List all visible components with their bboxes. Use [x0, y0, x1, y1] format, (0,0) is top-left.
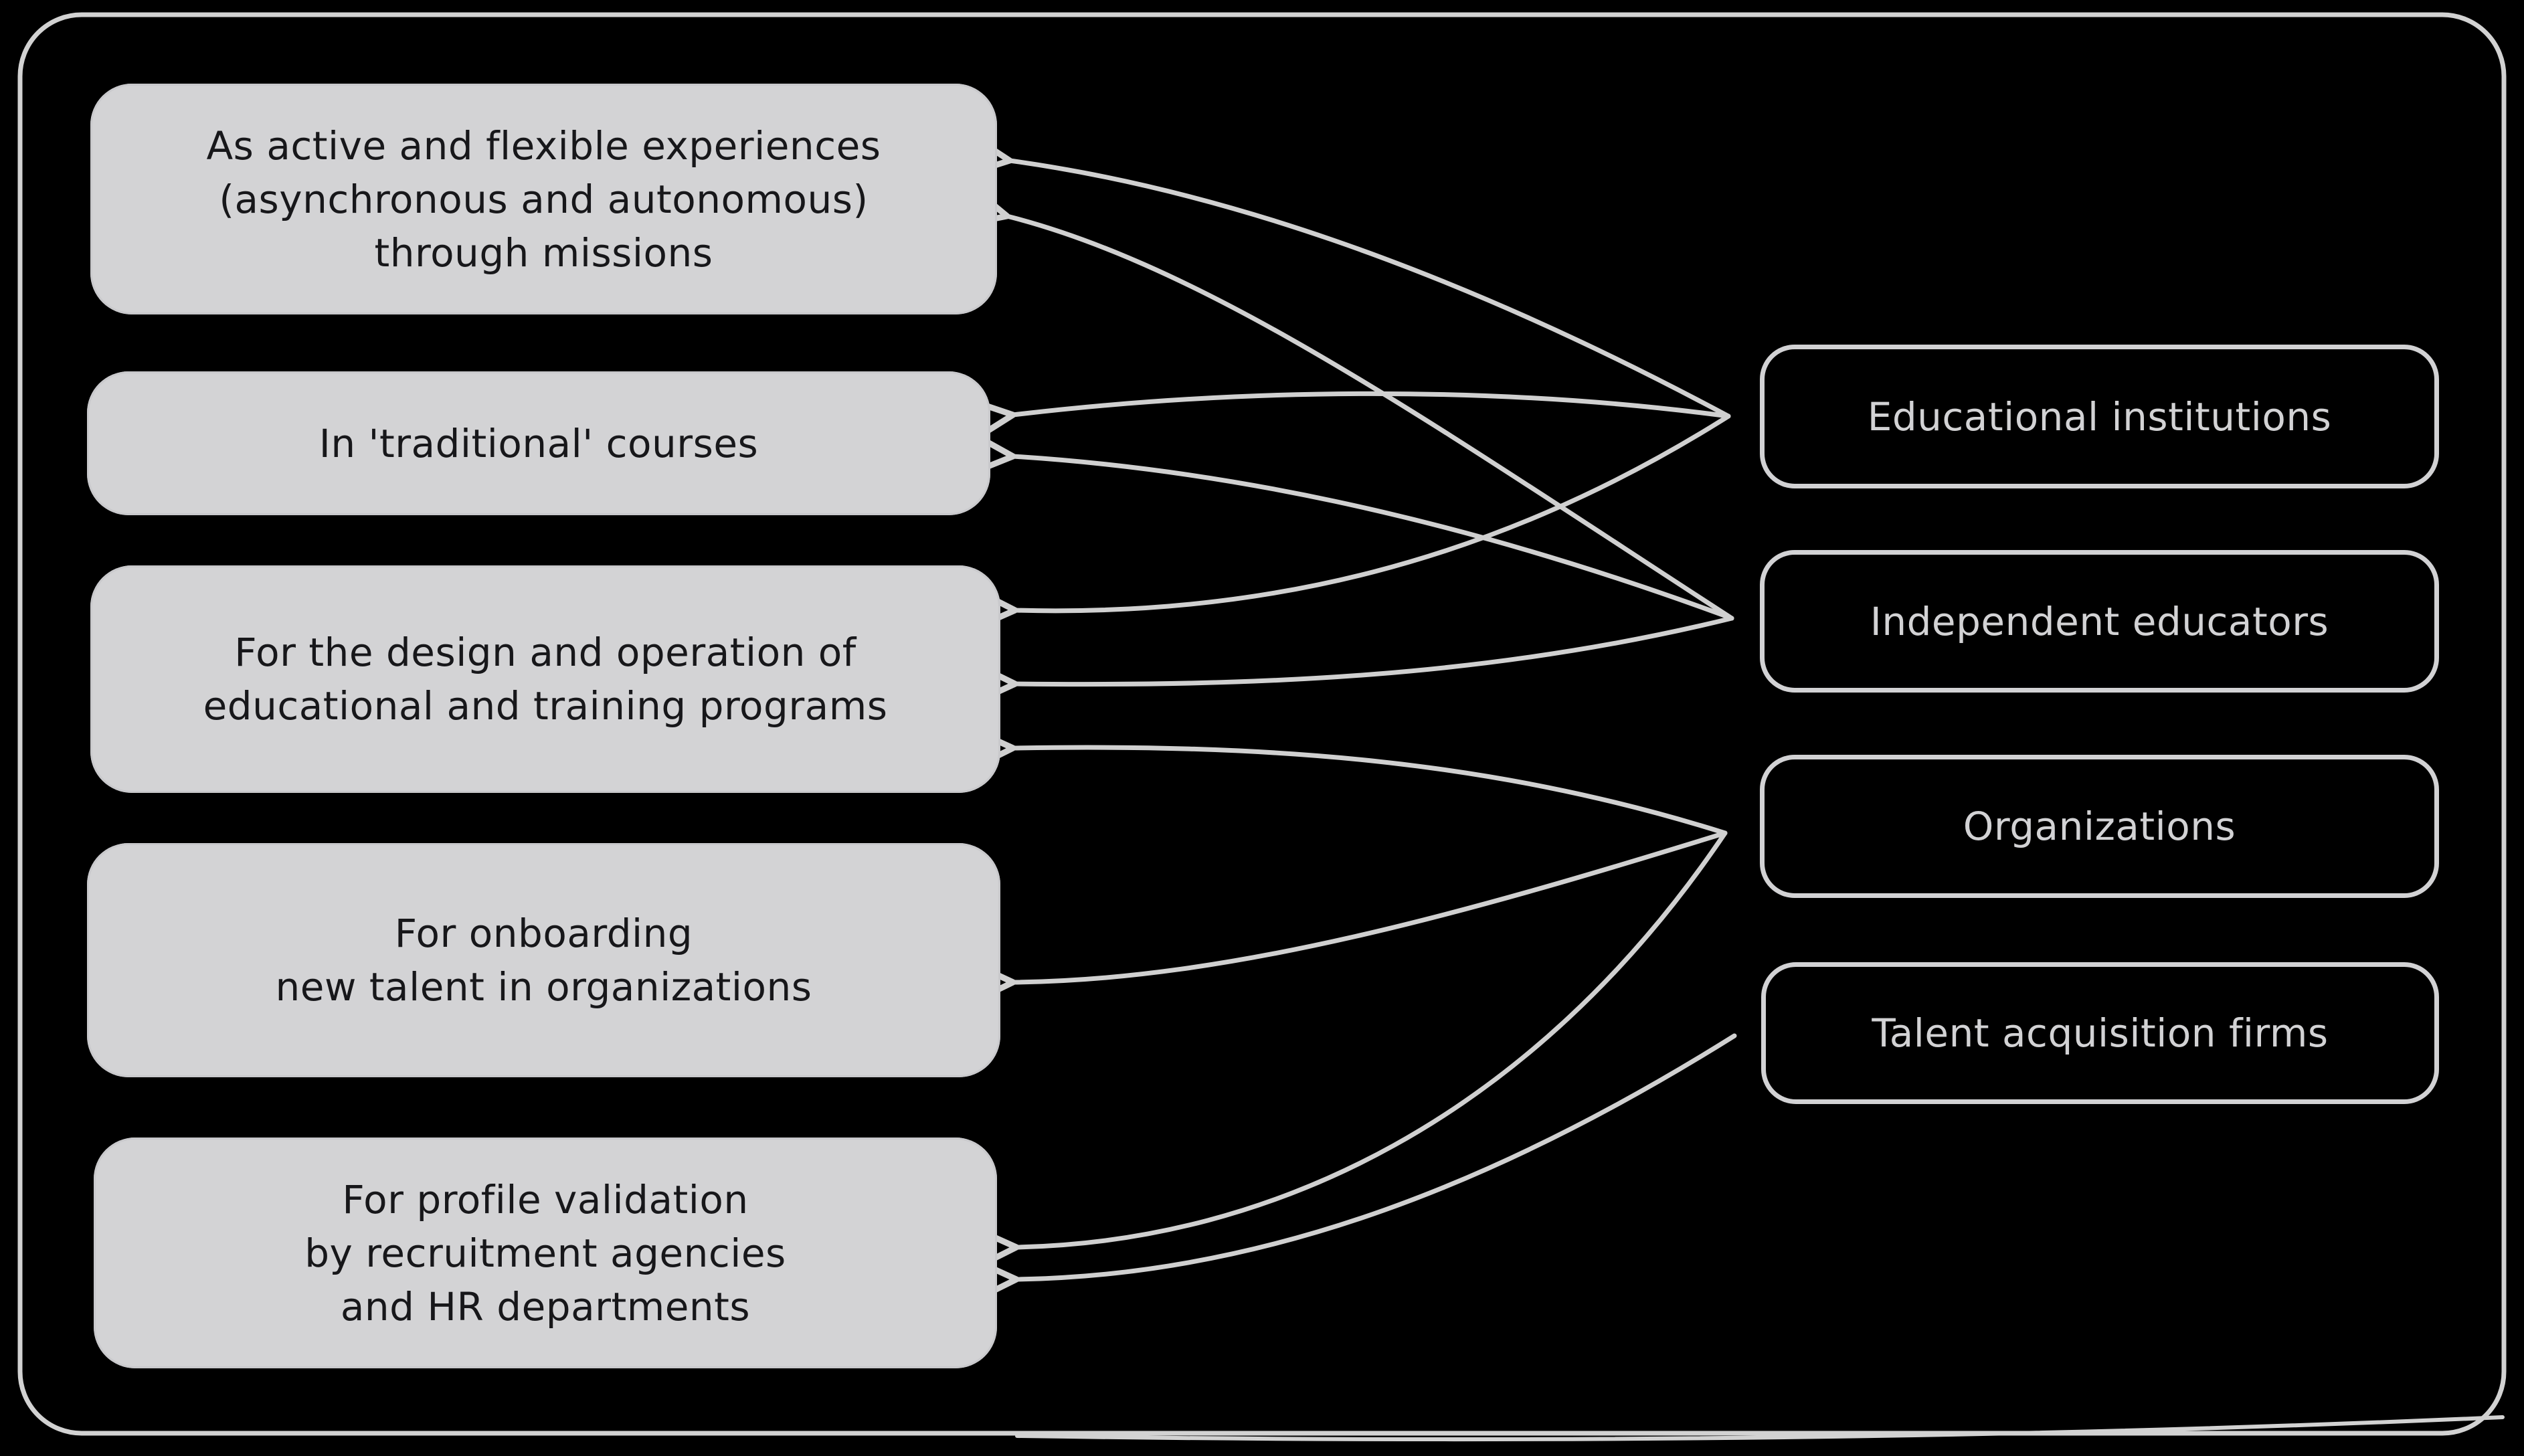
node-educational-institutions: Educational institutions	[1760, 345, 2439, 488]
arrow-educational-institutions-to-missions	[948, 124, 1731, 419]
node-traditional-courses-label: In 'traditional' courses	[319, 420, 759, 466]
arrow-independent-educators-to-missions	[944, 174, 1734, 621]
node-onboarding-label: For onboarding new talent in organizatio…	[275, 911, 812, 1010]
arrow-independent-educators-to-program-design	[957, 616, 1734, 713]
node-organizations-label: Organizations	[1963, 804, 2236, 849]
arrow-organizations-to-onboarding	[955, 830, 1728, 1012]
node-independent-educators: Independent educators	[1760, 550, 2439, 693]
arrow-independent-educators-to-traditional-courses	[954, 424, 1734, 621]
arrow-talent-acquisition-firms-to-profile-validation	[958, 1033, 1737, 1309]
node-profile-validation-label: For profile validation by recruitment ag…	[304, 1176, 786, 1330]
arrow-educational-institutions-to-traditional-courses	[952, 391, 1731, 450]
node-onboarding: For onboarding new talent in organizatio…	[87, 843, 1000, 1077]
node-program-design-label: For the design and operation of educatio…	[203, 630, 888, 729]
node-talent-acquisition-firms: Talent acquisition firms	[1761, 962, 2439, 1104]
arrow-organizations-to-profile-validation	[958, 830, 1728, 1278]
node-independent-educators-label: Independent educators	[1870, 598, 2329, 644]
node-educational-institutions-label: Educational institutions	[1867, 393, 2332, 440]
node-organizations: Organizations	[1760, 755, 2439, 898]
node-missions: As active and flexible experiences (asyn…	[90, 84, 997, 314]
outer-frame	[17, 12, 2507, 1436]
node-traditional-courses: In 'traditional' courses	[87, 371, 990, 515]
outer-frame-overdraw	[1015, 1415, 2505, 1442]
node-profile-validation: For profile validation by recruitment ag…	[94, 1138, 997, 1368]
node-talent-acquisition-firms-label: Talent acquisition firms	[1872, 1010, 2329, 1056]
arrow-organizations-to-program-design	[954, 719, 1728, 836]
node-program-design: For the design and operation of educatio…	[90, 565, 1000, 793]
node-missions-label: As active and flexible experiences (asyn…	[206, 122, 881, 276]
arrow-educational-institutions-to-program-design	[956, 414, 1731, 638]
